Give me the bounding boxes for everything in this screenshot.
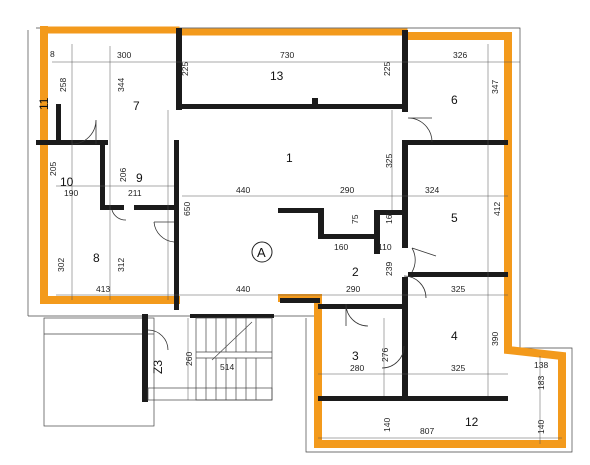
dim-440-lower: 440 [236,284,250,294]
section-marker: A [251,241,273,263]
room-labels: 13 7 6 11 1 10 9 5 8 2 4 3 12 Z3 [37,69,479,429]
dim-160: 160 [334,242,348,252]
room-3: 3 [352,349,359,363]
room-13: 13 [270,69,284,83]
dim-344: 344 [116,78,126,92]
room-9: 9 [136,171,143,185]
dim-225-right: 225 [382,62,392,76]
dim-514: 514 [220,362,234,372]
dim-290-lower: 290 [346,284,360,294]
dim-390: 390 [490,332,500,346]
dimension-labels: 300 730 326 8 225 225 258 344 347 325 20… [48,49,548,436]
dim-206: 206 [118,168,128,182]
room-5: 5 [451,211,458,225]
dim-347: 347 [490,80,500,94]
dim-140-left: 140 [382,418,392,432]
dim-239: 239 [384,262,394,276]
room-z3: Z3 [151,360,165,374]
dim-300: 300 [117,50,131,60]
entrance-porch-outline [43,317,155,427]
staircase [147,317,273,401]
dim-75: 75 [350,214,360,224]
dim-324: 324 [425,185,439,195]
dim-140-right: 140 [536,420,546,434]
walls [36,28,508,402]
dim-325-vertical: 325 [384,154,394,168]
room-6: 6 [451,93,458,107]
dim-325-lower: 325 [451,363,465,373]
dim-138: 138 [534,360,548,370]
dim-260: 260 [184,352,194,366]
dim-258: 258 [58,78,68,92]
dim-302: 302 [56,258,66,272]
dim-650: 650 [182,202,192,216]
room-8: 8 [93,251,100,265]
dim-807: 807 [420,426,434,436]
room-2: 2 [352,265,359,279]
dim-312: 312 [116,258,126,272]
dim-276: 276 [380,348,390,362]
dim-412: 412 [492,202,502,216]
room-7: 7 [133,99,140,113]
dim-413: 413 [96,284,110,294]
section-marker-label: A [257,245,266,260]
dim-290-upper: 290 [340,185,354,195]
room-1: 1 [286,151,293,165]
room-10: 10 [60,175,74,189]
doors [71,117,437,369]
dim-440-upper: 440 [236,185,250,195]
highlight-walls [40,26,566,448]
dim-183: 183 [536,376,546,390]
dim-110: 110 [378,242,392,252]
room-11: 11 [37,97,51,110]
dim-190: 190 [64,188,78,198]
dim-280: 280 [350,363,364,373]
dimension-lines [52,44,562,444]
dim-211: 211 [128,188,142,198]
dim-325-upper: 325 [451,284,465,294]
dim-160-small: 160 [384,210,394,224]
outer-outline [27,27,573,453]
dim-8: 8 [50,49,55,59]
room-4: 4 [451,329,458,343]
dim-205: 205 [48,162,58,176]
dim-326: 326 [453,50,467,60]
dim-225-left: 225 [180,62,190,76]
dim-730: 730 [280,50,294,60]
room-12: 12 [465,415,479,429]
